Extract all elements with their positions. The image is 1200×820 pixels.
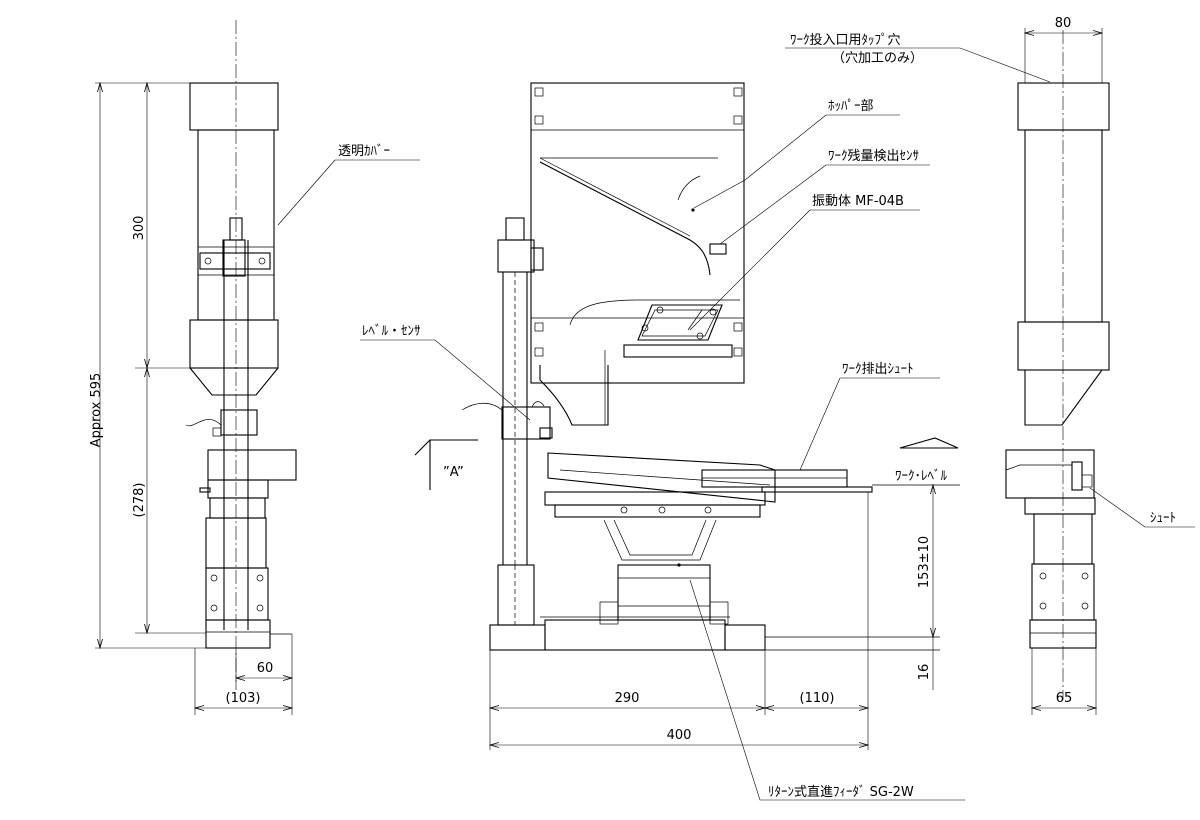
left-dimensions: Approx 595 300 (278) 60 (103): [89, 83, 292, 715]
dim-153: 153±10: [917, 536, 932, 588]
work-level-marker: ﾜｰｸ･ﾚﾍﾞﾙ: [872, 437, 960, 486]
label-work-inlet-tap: ﾜｰｸ投入口用ﾀｯﾌﾟ穴: [790, 32, 901, 48]
label-vibrator: 振動体 MF-04B: [812, 194, 904, 209]
dim-300: 300: [132, 216, 147, 241]
left-side-view: [185, 20, 297, 690]
view-a-marker: ”A”: [414, 439, 478, 490]
annotation-labels: ﾜｰｸ投入口用ﾀｯﾌﾟ穴 （穴加工のみ） ﾎｯﾊﾟｰ部 ﾜｰｸ残量検出ｾﾝｻ 振…: [338, 32, 1176, 800]
dim-60: 60: [257, 661, 274, 676]
dim-16: 16: [917, 664, 932, 681]
dim-65: 65: [1056, 691, 1073, 706]
front-dimensions: 290 (110) 400 153±10 16: [490, 485, 933, 750]
dim-approx-595: Approx 595: [89, 373, 104, 448]
label-hole-only: （穴加工のみ）: [832, 51, 923, 66]
dim-110: (110): [800, 691, 835, 706]
dim-400: 400: [667, 728, 692, 743]
label-return-feeder: ﾘﾀｰﾝ式直進ﾌｨｰﾀﾞ SG-2W: [768, 785, 914, 800]
front-view: [461, 82, 940, 651]
right-dimensions: 80 65: [1025, 16, 1102, 715]
work-level-label: ﾜｰｸ･ﾚﾍﾞﾙ: [895, 469, 948, 484]
label-chute: ｼｭｰﾄ: [1150, 511, 1176, 526]
dim-80: 80: [1055, 16, 1072, 31]
label-work-sensor: ﾜｰｸ残量検出ｾﾝｻ: [828, 149, 919, 164]
dim-103: (103): [226, 691, 261, 706]
label-clear-cover: 透明ｶﾊﾞｰ: [338, 144, 390, 159]
label-discharge-chute: ﾜｰｸ排出ｼｭｰﾄ: [842, 362, 914, 377]
label-hopper: ﾎｯﾊﾟｰ部: [828, 99, 874, 114]
dim-278: (278): [132, 483, 147, 518]
leader-lines: [277, 47, 1195, 801]
label-level-sensor: ﾚﾍﾞﾙ・ｾﾝｻ: [362, 324, 421, 339]
right-view: [1005, 30, 1110, 700]
view-a-label: ”A”: [443, 465, 464, 480]
dim-290: 290: [615, 691, 640, 706]
